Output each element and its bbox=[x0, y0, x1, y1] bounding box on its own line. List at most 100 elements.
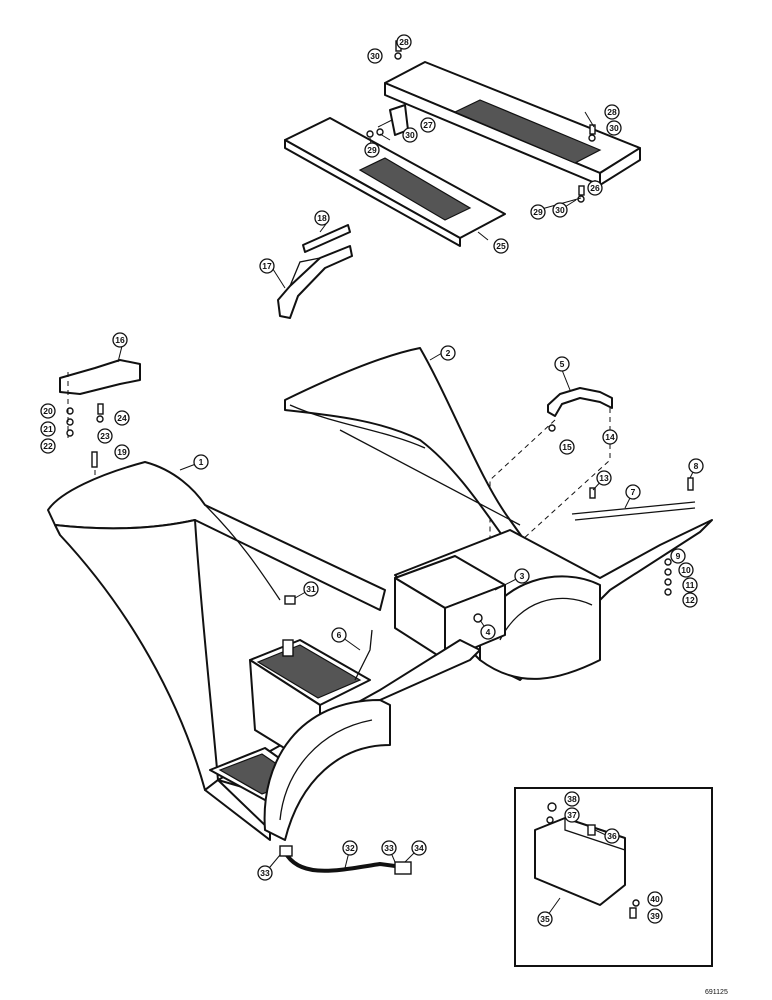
drawing-code: 691125 bbox=[705, 989, 728, 996]
callout-40: 40 bbox=[647, 891, 663, 907]
callout-label: 8 bbox=[694, 461, 699, 471]
callout-label: 35 bbox=[540, 914, 550, 924]
callout-9: 9 bbox=[670, 548, 686, 564]
callout-label: 25 bbox=[496, 241, 506, 251]
callout-31: 31 bbox=[303, 581, 319, 597]
callout-5: 5 bbox=[554, 356, 570, 372]
callout-37: 37 bbox=[564, 807, 580, 823]
callout-15: 15 bbox=[559, 439, 575, 455]
callout-label: 19 bbox=[117, 447, 127, 457]
callout-label: 23 bbox=[100, 431, 110, 441]
callout-label: 28 bbox=[607, 107, 617, 117]
callout-label: 3 bbox=[520, 571, 525, 581]
callout-39: 39 bbox=[647, 908, 663, 924]
callout-label: 16 bbox=[115, 335, 125, 345]
callout-20: 20 bbox=[40, 403, 56, 419]
callout-23: 23 bbox=[97, 428, 113, 444]
callout-30b: 30 bbox=[606, 120, 622, 136]
callout-label: 37 bbox=[567, 810, 577, 820]
callout-label: 1 bbox=[199, 457, 204, 467]
callout-label: 24 bbox=[117, 413, 127, 423]
battery-cable-32 bbox=[279, 845, 412, 875]
callout-label: 30 bbox=[609, 123, 619, 133]
callout-19: 19 bbox=[114, 444, 130, 460]
bracket-17-18 bbox=[277, 224, 353, 319]
callout-label: 33 bbox=[384, 843, 394, 853]
callout-35: 35 bbox=[537, 911, 553, 927]
callout-28a: 28 bbox=[396, 34, 412, 50]
callout-label: 32 bbox=[345, 843, 355, 853]
callout-label: 18 bbox=[317, 213, 327, 223]
fender-1 bbox=[47, 461, 481, 841]
callout-label: 6 bbox=[337, 630, 342, 640]
callout-26: 26 bbox=[587, 180, 603, 196]
callout-13: 13 bbox=[596, 470, 612, 486]
callout-32: 32 bbox=[342, 840, 358, 856]
inset-panel bbox=[514, 787, 713, 967]
callout-14: 14 bbox=[602, 429, 618, 445]
callout-label: 9 bbox=[676, 551, 681, 561]
callout-29b: 29 bbox=[530, 204, 546, 220]
bracket-5 bbox=[489, 387, 613, 561]
callout-label: 38 bbox=[567, 794, 577, 804]
callout-3: 3 bbox=[514, 568, 530, 584]
step-plate-26 bbox=[384, 61, 641, 186]
callout-label: 4 bbox=[486, 627, 491, 637]
callout-4: 4 bbox=[480, 624, 496, 640]
callout-24: 24 bbox=[114, 410, 130, 426]
callout-25: 25 bbox=[493, 238, 509, 254]
callout-label: 11 bbox=[686, 580, 695, 590]
callout-8: 8 bbox=[688, 458, 704, 474]
callout-label: 30 bbox=[555, 205, 565, 215]
step-plate-25 bbox=[284, 117, 506, 247]
callout-38: 38 bbox=[564, 791, 580, 807]
callout-7: 7 bbox=[625, 484, 641, 500]
callout-2: 2 bbox=[440, 345, 456, 361]
callout-label: 21 bbox=[43, 424, 53, 434]
callout-16: 16 bbox=[112, 332, 128, 348]
callout-label: 31 bbox=[306, 584, 316, 594]
callout-label: 12 bbox=[685, 595, 695, 605]
hardware-right bbox=[473, 477, 696, 623]
callout-label: 2 bbox=[446, 348, 451, 358]
callout-11: 11 bbox=[682, 577, 698, 593]
callout-6: 6 bbox=[331, 627, 347, 643]
callout-label: 40 bbox=[650, 894, 660, 904]
callout-label: 17 bbox=[262, 261, 272, 271]
callout-label: 20 bbox=[43, 406, 53, 416]
callout-label: 5 bbox=[560, 359, 565, 369]
callout-27: 27 bbox=[420, 117, 436, 133]
callout-label: 26 bbox=[590, 183, 600, 193]
callout-label: 30 bbox=[405, 130, 415, 140]
callout-label: 15 bbox=[562, 442, 572, 452]
callout-label: 7 bbox=[631, 487, 636, 497]
callout-18: 18 bbox=[314, 210, 330, 226]
callout-30a: 30 bbox=[367, 48, 383, 64]
callout-label: 28 bbox=[399, 37, 409, 47]
callout-label: 13 bbox=[599, 473, 609, 483]
callout-17: 17 bbox=[259, 258, 275, 274]
callout-label: 27 bbox=[423, 120, 433, 130]
callout-label: 39 bbox=[650, 911, 660, 921]
callout-34: 34 bbox=[411, 840, 427, 856]
callout-label: 29 bbox=[367, 145, 377, 155]
callout-33a: 33 bbox=[381, 840, 397, 856]
callout-label: 34 bbox=[414, 843, 424, 853]
callout-10: 10 bbox=[678, 562, 694, 578]
callout-36: 36 bbox=[604, 828, 620, 844]
callout-label: 14 bbox=[605, 432, 615, 442]
callout-label: 36 bbox=[607, 831, 617, 841]
callout-label: 29 bbox=[533, 207, 543, 217]
callout-22: 22 bbox=[40, 438, 56, 454]
callout-33b: 33 bbox=[257, 865, 273, 881]
callout-label: 30 bbox=[370, 51, 380, 61]
callout-21: 21 bbox=[40, 421, 56, 437]
callout-28b: 28 bbox=[604, 104, 620, 120]
callout-29a: 29 bbox=[364, 142, 380, 158]
callout-30d: 30 bbox=[552, 202, 568, 218]
bracket-16 bbox=[59, 359, 141, 500]
callout-30c: 30 bbox=[402, 127, 418, 143]
callout-12: 12 bbox=[682, 592, 698, 608]
callout-label: 10 bbox=[681, 565, 691, 575]
